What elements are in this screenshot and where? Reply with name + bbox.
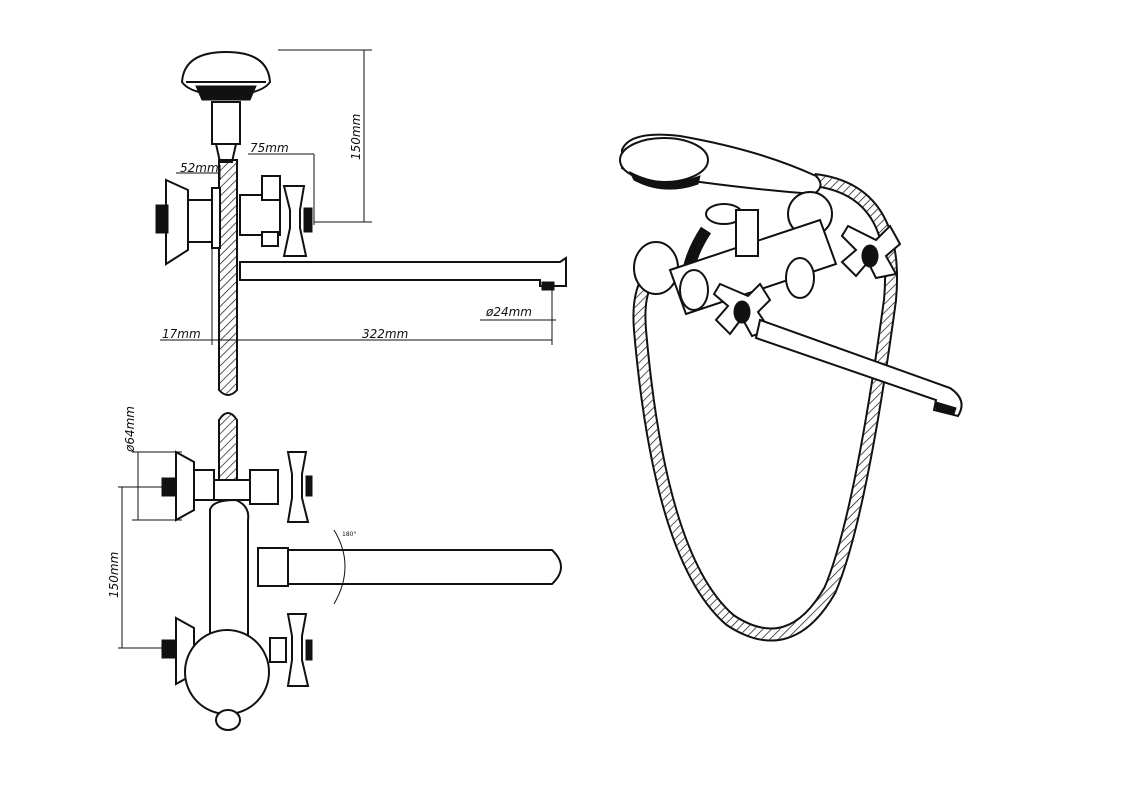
hose-top <box>218 412 238 489</box>
spout-isometric <box>754 318 963 418</box>
cross-handle-side <box>282 185 313 257</box>
dim-body-offset: 52mm <box>180 161 219 175</box>
mixer-body-bottom <box>161 616 287 731</box>
shower-head-isometric <box>619 133 822 196</box>
cross-handle-isometric-right <box>840 224 902 280</box>
isometric-view <box>619 133 963 642</box>
top-view: 180° ø64mm 150mm <box>107 406 562 731</box>
dim-center-distance: 150mm <box>107 552 121 598</box>
dim-handle-offset: 75mm <box>250 141 289 155</box>
cross-handle-top-lower <box>286 613 313 687</box>
mixer-body-top <box>161 450 279 522</box>
hose-side <box>218 159 238 396</box>
top-dimensions <box>118 451 182 649</box>
mixer-body-isometric <box>668 203 838 316</box>
cross-handle-isometric-left <box>712 282 772 338</box>
spout-top <box>257 547 562 587</box>
dim-spout-diameter: ø24mm <box>485 305 532 319</box>
dim-spout-rotation: 180° <box>342 531 356 538</box>
dim-shower-height: 150mm <box>349 114 363 160</box>
spout-side <box>239 256 567 291</box>
mixer-body-side <box>155 175 281 266</box>
cross-handle-top-upper <box>286 451 313 523</box>
side-dimensions <box>160 49 556 345</box>
side-view: 150mm 75mm 52mm 17mm 322mm ø24mm <box>155 49 567 396</box>
dim-wall-offset: 17mm <box>162 327 201 341</box>
dim-spout-length: 322mm <box>362 327 408 341</box>
dim-flange-diameter: ø64mm <box>123 406 137 453</box>
